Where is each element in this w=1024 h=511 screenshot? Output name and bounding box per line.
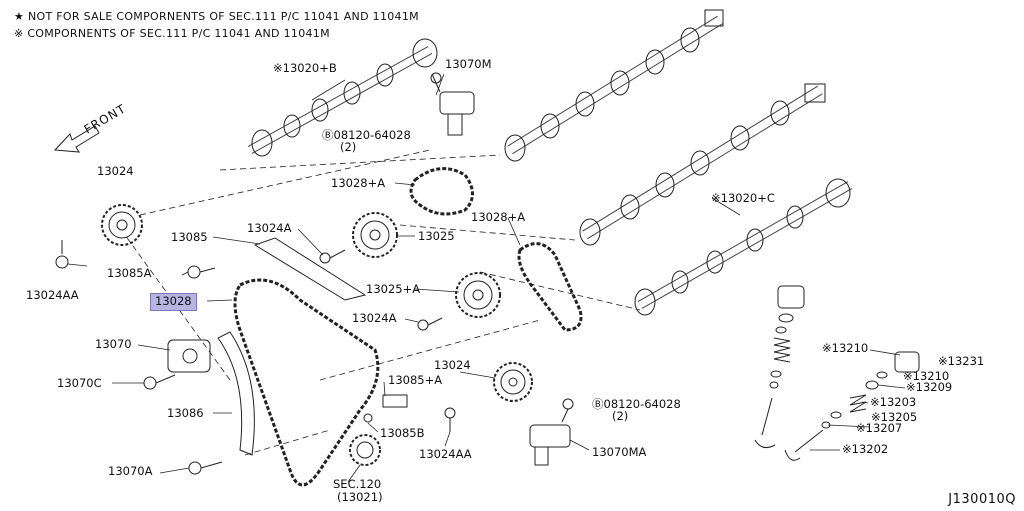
sprocket-13025: [352, 212, 398, 258]
label-13210-right: ※13210: [903, 369, 950, 383]
diagram-code: J130010Q: [948, 492, 1016, 507]
label-13070ma: 13070MA: [592, 445, 647, 459]
bolt-13024a-top: [319, 249, 346, 264]
camshaft-middle-right: [579, 83, 826, 246]
valve-spring-left: [773, 337, 791, 363]
crank-sprocket: [349, 434, 381, 466]
label-13028-highlighted[interactable]: 13028: [150, 293, 197, 311]
label-sec120-sub: (13021): [337, 490, 383, 504]
valve-13202: [784, 429, 824, 461]
seat-13205: [830, 411, 842, 419]
label-13209: ※13209: [906, 380, 953, 394]
sprocket-13024-top: [101, 204, 143, 246]
retainer-13209: [865, 380, 879, 390]
label-13025: 13025: [418, 229, 455, 243]
shim-13210: [876, 371, 888, 379]
label-13203: ※13203: [870, 395, 917, 409]
chain-tensioner-13070: [167, 339, 211, 373]
label-13024a-top: 13024A: [247, 221, 292, 235]
label-13085: 13085: [171, 230, 208, 244]
sprocket-13025a: [455, 272, 501, 318]
timing-chain-13028: [233, 278, 380, 487]
legend-components: ※ COMPORNENTS OF SEC.111 P/C 11041 AND 1…: [14, 27, 330, 40]
bolt-13024aa-bottom: [444, 407, 456, 432]
front-arrow-icon: [53, 125, 100, 153]
label-13086: 13086: [167, 406, 204, 420]
valve-timing-solenoid-13070m: [431, 73, 475, 136]
valve-lifter-right: [894, 351, 920, 373]
label-13024aa-bottom: 13024AA: [419, 447, 472, 461]
label-13070: 13070: [95, 337, 132, 351]
bolt-13085a: [187, 265, 216, 279]
valve-lifter-left: [777, 285, 805, 309]
timing-chain-13028b: [409, 167, 474, 216]
label-13231: ※13231: [938, 354, 985, 368]
label-08120-bottom-qty: (2): [612, 409, 629, 423]
assembly-guides: [124, 149, 641, 456]
label-13202: ※13202: [842, 442, 889, 456]
leader-lines: [67, 73, 906, 483]
bolt-13070a: [188, 461, 223, 475]
sprocket-13024-mid: [493, 362, 533, 402]
label-13024a-mid: 13024A: [352, 311, 397, 325]
bolt-08120-top: [430, 72, 442, 84]
valve-timing-solenoid-13070ma: [529, 424, 571, 466]
label-08120-top-qty: (2): [340, 140, 357, 154]
label-13207: ※13207: [856, 421, 903, 435]
camshaft-13020b: [247, 38, 438, 157]
label-13020b: ※13020+B: [273, 61, 337, 75]
label-13025a: 13025+A: [366, 282, 421, 296]
valve-seat-left: [770, 370, 782, 378]
valve-seal-left: [769, 381, 779, 389]
label-08120-top: Ⓑ08120-64028: [322, 128, 411, 142]
legend-not-for-sale: ★ NOT FOR SALE COMPORNENTS OF SEC.111 P/…: [14, 10, 419, 23]
valve-stem-left: [754, 397, 776, 449]
camshaft-13020c: [634, 178, 853, 316]
bracket-13085plusa: [382, 394, 408, 408]
label-13085a: 13085A: [107, 266, 152, 280]
valve-cotter-left: [775, 326, 787, 334]
label-13070c: 13070C: [57, 376, 102, 390]
label-13028a: 13028+A: [471, 210, 526, 224]
camshaft-upper-right: [504, 9, 724, 162]
bolt-08120-bottom: [561, 398, 574, 423]
label-08120-bottom: Ⓑ08120-64028: [592, 397, 681, 411]
label-13024-top: 13024: [97, 164, 134, 178]
bolt-13024a-mid: [417, 317, 443, 331]
spring-13203: [849, 394, 867, 413]
slack-guide-13086: [217, 331, 255, 456]
bolt-13085b: [363, 413, 373, 423]
label-13210-left: ※13210: [822, 341, 869, 355]
label-13085b: 13085B: [380, 426, 425, 440]
label-13020c: ※13020+C: [711, 191, 775, 205]
timing-chain-13028a: [517, 242, 583, 332]
label-13070m: 13070M: [445, 57, 492, 71]
label-13024aa-left: 13024AA: [26, 288, 79, 302]
bolt-13070c: [143, 374, 176, 390]
valve-retainer-left: [778, 313, 794, 323]
label-13085plusa: 13085+A: [388, 373, 443, 387]
bolt-13024aa-left: [55, 240, 69, 269]
label-sec120: SEC.120: [333, 477, 382, 491]
chain-guide-13085: [253, 237, 367, 301]
label-13205: ※13205: [871, 410, 918, 424]
label-13028b: 13028+A: [331, 176, 386, 190]
label-13024-mid: 13024: [434, 358, 471, 372]
label-13070a: 13070A: [108, 464, 153, 478]
